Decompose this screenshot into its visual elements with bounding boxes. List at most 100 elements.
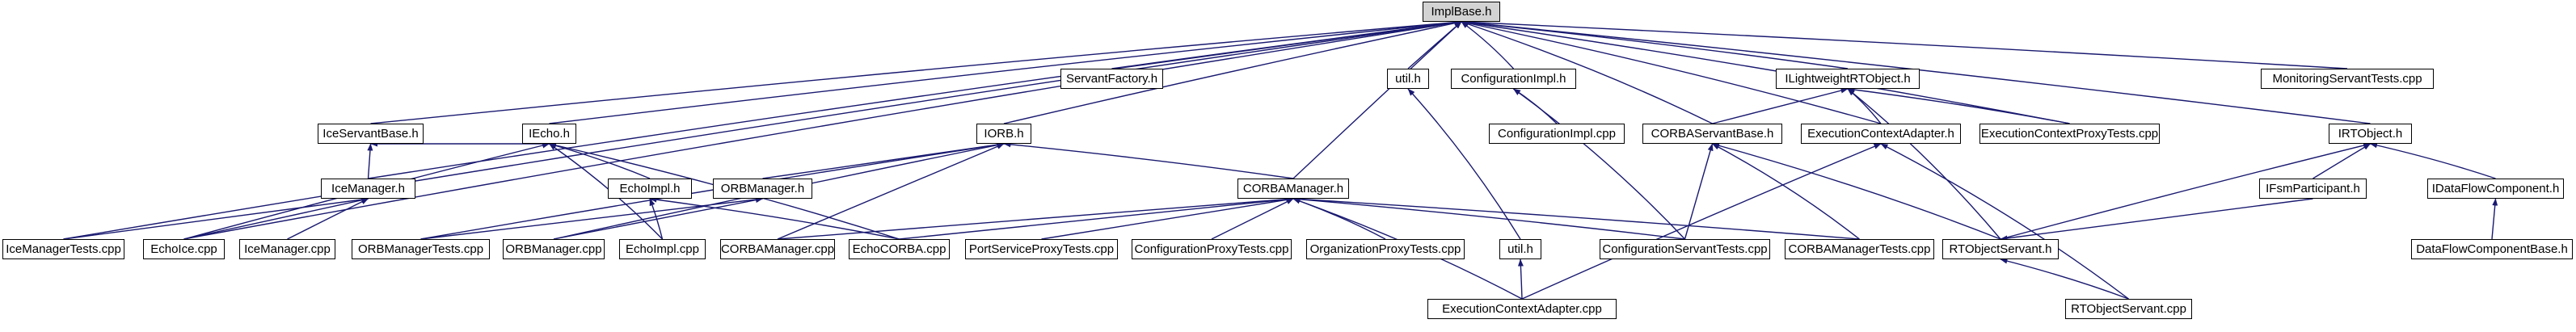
node-corbaservantbase-h[interactable]: CORBAServantBase.h [1642,124,1782,144]
edge-dataflowcomponentbase-h-to-idataflowcomponent-h [2491,198,2498,240]
node-echoimpl-h[interactable]: EchoImpl.h [608,179,692,199]
edge-icemanagertests-cpp-to-implbase-h [63,19,1462,240]
node-iorb-h[interactable]: IORB.h [976,124,1031,144]
edge-icemanager-cpp-to-icemanager-h [287,198,369,240]
edge-echoice-cpp-to-icemanager-h [183,197,369,240]
edge-orbmanagertests-cpp-to-orbmanager-h [420,196,763,240]
node-label: IORB.h [984,127,1024,141]
node-util-h-top[interactable]: util.h [1387,69,1429,89]
edge-corbamanager-cpp-to-corbamanager-h [777,196,1294,240]
node-label: RTObjectServant.h [1949,242,2052,256]
node-corbamanager-h[interactable]: CORBAManager.h [1237,179,1349,199]
edge-corbamanagertests-cpp-to-corbaservantbase-h [1712,143,1860,240]
node-monitoringservanttests-cpp[interactable]: MonitoringServantTests.cpp [2261,69,2434,89]
edge-echocorba-cpp-to-echoimpl-h [649,196,900,240]
node-executioncontextproxytests-cpp[interactable]: ExecutionContextProxyTests.cpp [1979,124,2160,144]
edge-orbmanager-h-to-iorb-h [762,141,1005,179]
edge-corbaservantbase-h-to-ilightweightrtobject-h [1712,87,1849,124]
edge-ifsmparticipant-h-to-rtobjectservant-h [2000,198,2313,242]
node-label: ORBManager.h [720,182,805,195]
edge-rtobjectservant-h-to-ilightweightrtobject-h [1847,88,2001,240]
node-configurationservanttests-cpp[interactable]: ConfigurationServantTests.cpp [1600,239,1770,259]
node-orbmanagertests-cpp[interactable]: ORBManagerTests.cpp [352,239,490,259]
node-label: RTObjectServant.cpp [2071,302,2186,316]
node-echoimpl-cpp[interactable]: EchoImpl.cpp [619,239,706,259]
edge-executioncontextadapter-h-to-ilightweightrtobject-h [1847,88,1882,124]
node-rtobjectservant-cpp[interactable]: RTObjectServant.cpp [2065,299,2192,319]
node-dataflowcomponentbase-h[interactable]: DataFlowComponentBase.h [2411,239,2573,259]
edge-configurationproxytests-cpp-to-corbamanager-h [1211,198,1294,240]
edge-configurationservanttests-cpp-to-corbamanager-h [1292,196,1685,240]
node-label: ORBManager.cpp [505,242,602,256]
node-label: CORBAManager.cpp [720,242,835,256]
edge-icemanager-h-to-implbase-h [368,19,1462,179]
node-corbamanagertests-cpp[interactable]: CORBAManagerTests.cpp [1785,239,1934,259]
node-label: IceManagerTests.cpp [6,242,121,256]
node-label: EchoImpl.h [619,182,681,195]
node-ilightweightrtobject-h[interactable]: ILightweightRTObject.h [1776,69,1920,89]
node-portserviceproxytests-cpp[interactable]: PortServiceProxyTests.cpp [965,239,1118,259]
node-orbmanager-cpp[interactable]: ORBManager.cpp [503,239,605,259]
node-label: ServantFactory.h [1065,72,1158,86]
edge-configurationservanttests-cpp-to-configurationimpl-h [1513,88,1686,240]
node-label: ExecutionContextAdapter.h [1807,127,1954,141]
edge-rtobjectservant-cpp-to-executioncontextadapter-h [1880,143,2129,300]
node-label: util.h [1507,242,1533,256]
node-icemanager-cpp[interactable]: IceManager.cpp [239,239,335,259]
node-iecho-h[interactable]: IEcho.h [522,124,576,144]
node-label: ExecutionContextAdapter.cpp [1442,302,1602,316]
node-orbmanager-h[interactable]: ORBManager.h [713,179,812,199]
node-configurationimpl-cpp[interactable]: ConfigurationImpl.cpp [1489,124,1625,144]
edge-corbamanager-h-to-implbase-h [1292,21,1462,179]
node-idataflowcomponent-h[interactable]: IDataFlowComponent.h [2427,179,2564,199]
node-executioncontextadapter-h[interactable]: ExecutionContextAdapter.h [1801,124,1961,144]
node-label: EchoCORBA.cpp [852,242,947,256]
node-label: ConfigurationImpl.h [1461,72,1566,86]
node-label: IFsmParticipant.h [2266,182,2360,195]
edge-idataflowcomponent-h-to-irtobject-h [2370,142,2496,179]
edge-configurationimpl-cpp-to-configurationimpl-h [1513,88,1558,124]
node-util-h-bottom[interactable]: util.h [1499,239,1541,259]
node-label: IceManager.cpp [244,242,331,256]
edge-iecho-h-to-implbase-h [549,19,1462,124]
node-label: DataFlowComponentBase.h [2416,242,2568,256]
node-organizationproxytests-cpp[interactable]: OrganizationProxyTests.cpp [1306,239,1465,259]
node-label: ImplBase.h [1431,5,1492,19]
edge-util-h-bottom-to-util-h-top [1407,88,1521,240]
edge-executioncontextadapter-cpp-to-executioncontextadapter-h [1521,143,1882,300]
node-ifsmparticipant-h[interactable]: IFsmParticipant.h [2259,179,2367,199]
edge-configurationservanttests-cpp-to-corbaservantbase-h [1684,143,1714,240]
node-icemanagertests-cpp[interactable]: IceManagerTests.cpp [2,239,124,259]
node-servantfactory-h[interactable]: ServantFactory.h [1060,69,1163,89]
node-label: MonitoringServantTests.cpp [2272,72,2422,86]
edge-executioncontextproxytests-cpp-to-ilightweightrtobject-h [1847,86,2070,124]
node-irtobject-h[interactable]: IRTObject.h [2329,124,2412,144]
node-label: ConfigurationProxyTests.cpp [1134,242,1289,256]
node-label: ExecutionContextProxyTests.cpp [1980,127,2159,141]
node-label: EchoIce.cpp [150,242,217,256]
node-configurationimpl-h[interactable]: ConfigurationImpl.h [1451,69,1576,89]
edge-organizationproxytests-cpp-to-corbamanager-h [1292,198,1386,240]
node-icemanager-h[interactable]: IceManager.h [321,179,415,199]
node-iceservantbase-h[interactable]: IceServantBase.h [318,124,424,144]
node-rtobjectservant-h[interactable]: RTObjectServant.h [1942,239,2059,259]
node-echocorba-cpp[interactable]: EchoCORBA.cpp [849,239,950,259]
node-implbase-h[interactable]: ImplBase.h [1423,2,1500,22]
edge-orbmanager-cpp-to-orbmanager-h [553,197,763,240]
edge-rtobjectservant-cpp-to-rtobjectservant-h [2000,258,2129,300]
edge-util-h-top-to-implbase-h [1407,21,1462,69]
node-echoice-cpp[interactable]: EchoIce.cpp [143,239,225,259]
edge-ilightweightrtobject-h-to-implbase-h [1461,19,1849,69]
node-label: PortServiceProxyTests.cpp [968,242,1115,256]
node-executioncontextadapter-cpp[interactable]: ExecutionContextAdapter.cpp [1427,299,1617,319]
node-corbamanager-cpp[interactable]: CORBAManager.cpp [720,239,835,259]
node-configurationproxytests-cpp[interactable]: ConfigurationProxyTests.cpp [1132,239,1292,259]
edge-rtobjectservant-h-to-corbaservantbase-h [1712,142,2001,240]
node-label: OrganizationProxyTests.cpp [1309,242,1461,256]
edge-icemanagertests-cpp-to-icemanager-h [63,196,369,240]
edge-configurationimpl-h-to-implbase-h [1461,21,1515,69]
edge-portserviceproxytests-cpp-to-corbamanager-h [1041,196,1294,240]
node-label: IRTObject.h [2338,127,2403,141]
